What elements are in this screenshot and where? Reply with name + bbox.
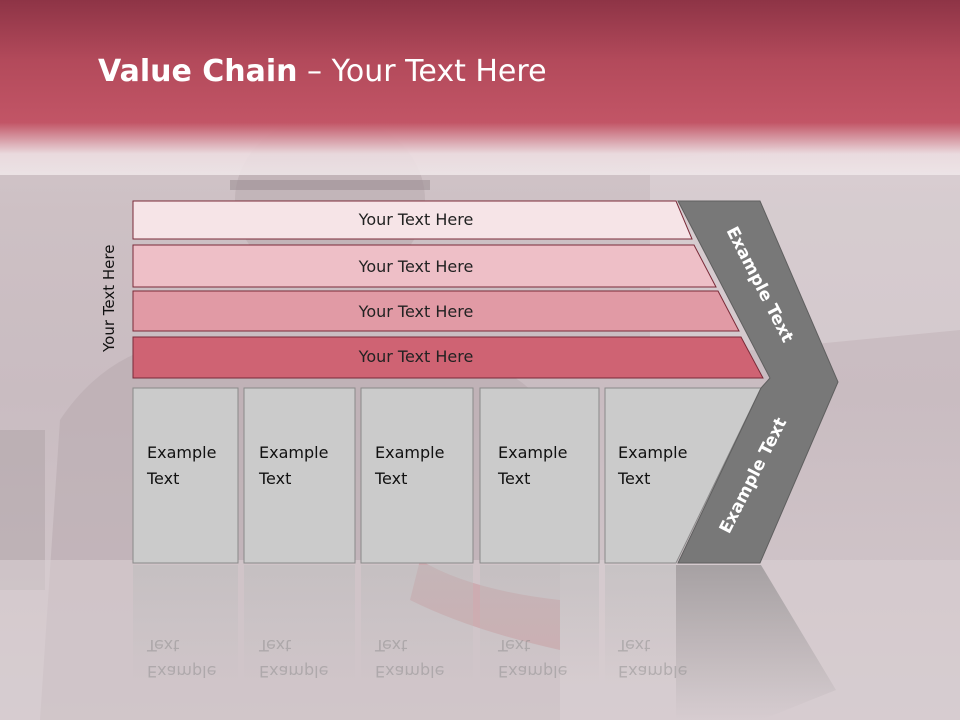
box-2-reflection-line2: Text <box>259 636 292 655</box>
box-3-label: Example Text <box>375 440 444 492</box>
box-1-reflection-line1: Example <box>147 662 217 681</box>
box-2-reflection-label: Example Text <box>259 632 328 684</box>
box-3-reflection-line2: Text <box>375 636 408 655</box>
title-bold: Value Chain <box>98 54 298 89</box>
box-3 <box>360 387 474 564</box>
row-1-label: Your Text Here <box>358 210 474 229</box>
slide-title: Value Chain – Your Text Here <box>98 54 547 89</box>
box-4-reflection-label: Example Text <box>498 632 567 684</box>
box-3-line1: Example <box>375 443 445 462</box>
box-1 <box>132 387 239 564</box>
row-4-label: Your Text Here <box>358 347 474 366</box>
box-1-line2: Text <box>147 469 180 488</box>
box-1-reflection-label: Example Text <box>147 632 216 684</box>
box-5-line1: Example <box>618 443 688 462</box>
row-4-shape <box>132 336 764 379</box>
box-1-label: Example Text <box>147 440 216 492</box>
box-4-reflection-line2: Text <box>498 636 531 655</box>
box-5-reflection-label: Example Text <box>618 632 687 684</box>
box-1-reflection-line2: Text <box>147 636 180 655</box>
row-3-label: Your Text Here <box>358 302 474 321</box>
box-4-line2: Text <box>498 469 531 488</box>
box-3-reflection-line1: Example <box>375 662 445 681</box>
box-4-label: Example Text <box>498 440 567 492</box>
box-2-line2: Text <box>259 469 292 488</box>
box-4 <box>479 387 600 564</box>
chevron-arrow <box>677 200 839 564</box>
box-3-reflection-label: Example Text <box>375 632 444 684</box>
row-4: Your Text Here <box>132 336 764 379</box>
row-1: Your Text Here <box>132 200 693 240</box>
row-3-shape <box>132 290 740 332</box>
box-2-line1: Example <box>259 443 329 462</box>
box-2 <box>243 387 356 564</box>
box-2-label: Example Text <box>259 440 328 492</box>
box-5 <box>604 387 762 564</box>
row-3: Your Text Here <box>132 290 740 332</box>
title-band <box>0 0 960 175</box>
row-1-shape <box>132 200 693 240</box>
box-4-line1: Example <box>498 443 568 462</box>
title-rest: – Your Text Here <box>297 54 547 89</box>
row-2: Your Text Here <box>132 244 717 288</box>
box-2-reflection-line1: Example <box>259 662 329 681</box>
box-3-line2: Text <box>375 469 408 488</box>
row-2-shape <box>132 244 717 288</box>
box-5-label: Example Text <box>618 440 687 492</box>
row-2-label: Your Text Here <box>358 257 474 276</box>
box-4-reflection-line1: Example <box>498 662 568 681</box>
reflection <box>133 565 836 720</box>
box-5-line2: Text <box>618 469 651 488</box>
box-1-line1: Example <box>147 443 217 462</box>
box-5-reflection-line2: Text <box>618 636 651 655</box>
box-5-reflection-line1: Example <box>618 662 688 681</box>
